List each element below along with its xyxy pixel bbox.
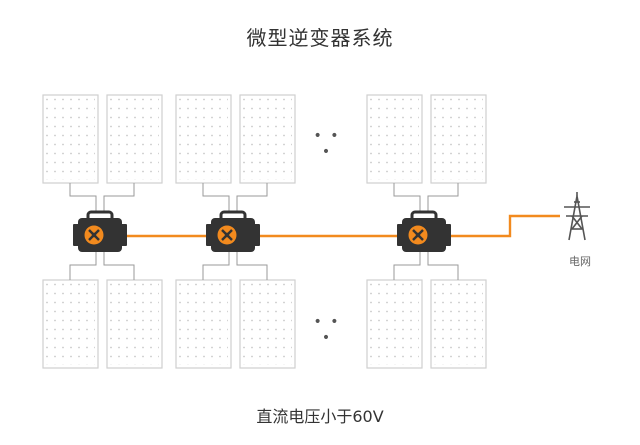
microinverter [395, 210, 453, 254]
microinverter [204, 210, 262, 254]
bottom-ellipsis: • • • [313, 314, 341, 346]
ac-trunk-line [120, 214, 560, 238]
solar-panel [175, 94, 232, 184]
top-ellipsis: • • • [313, 128, 341, 160]
solar-panel [42, 279, 99, 369]
solar-panel [430, 279, 487, 369]
dc-wiring [69, 183, 459, 280]
solar-panel [430, 94, 487, 184]
top-solar-panels [42, 94, 487, 184]
diagram-title: 微型逆变器系统 [246, 26, 394, 50]
solar-panel [106, 94, 163, 184]
solar-panel [239, 279, 296, 369]
microinverter [71, 210, 129, 254]
solar-panel [175, 279, 232, 369]
bottom-solar-panels [42, 279, 487, 369]
solar-panel [366, 94, 423, 184]
solar-panel [239, 94, 296, 184]
solar-panel [366, 279, 423, 369]
transmission-tower-icon [564, 192, 590, 241]
dc-voltage-caption: 直流电压小于60V [256, 407, 384, 426]
solar-panel [42, 94, 99, 184]
solar-panel [106, 279, 163, 369]
grid-label: 电网 [569, 255, 591, 268]
